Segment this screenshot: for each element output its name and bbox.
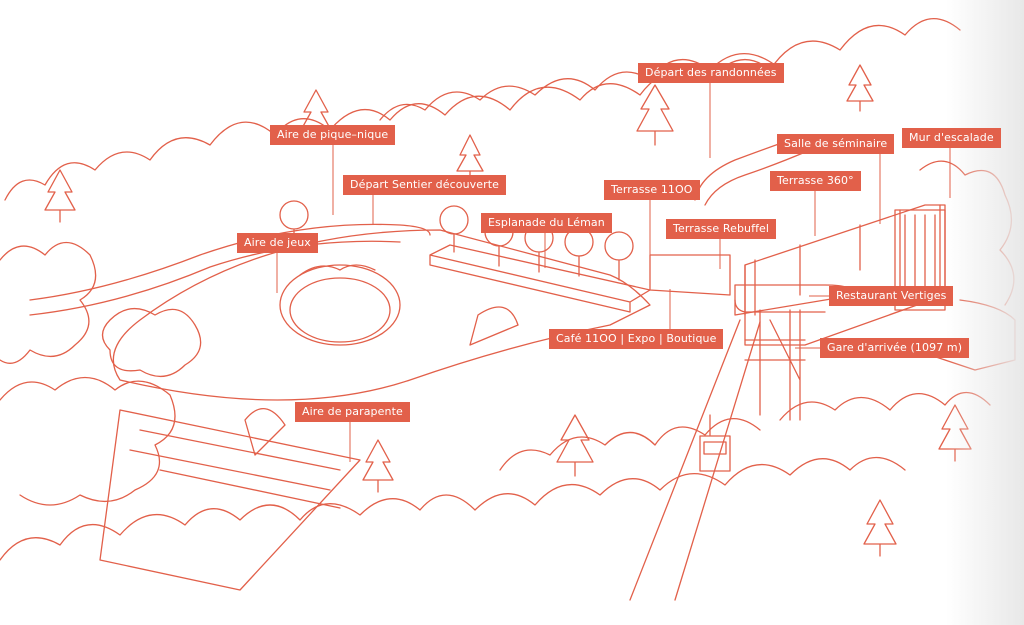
tree — [846, 64, 874, 112]
plaza — [112, 229, 651, 401]
label-parapente[interactable]: Aire de parapente — [295, 402, 410, 422]
label-aire-jeux[interactable]: Aire de jeux — [237, 233, 318, 253]
station — [744, 309, 806, 421]
bushes-bottom — [0, 457, 906, 561]
tree — [938, 404, 972, 462]
tree — [44, 169, 76, 223]
playground — [289, 277, 391, 343]
forest-back — [4, 17, 961, 201]
label-restaurant[interactable]: Restaurant Vertiges — [829, 286, 954, 306]
paraglider — [469, 306, 519, 346]
label-esplanade[interactable]: Esplanade du Léman — [481, 213, 612, 233]
label-terrasse-360[interactable]: Terrasse 360° — [770, 171, 861, 191]
label-terrasse-rebuffel[interactable]: Terrasse Rebuffel — [666, 219, 777, 239]
tree — [556, 414, 594, 477]
label-depart-sentier[interactable]: Départ Sentier découverte — [343, 175, 507, 195]
label-cafe[interactable]: Café 11OO | Expo | Boutique — [549, 329, 724, 349]
bushes-left-2 — [0, 377, 176, 506]
round-tree — [439, 205, 469, 253]
label-salle-seminaire[interactable]: Salle de séminaire — [777, 134, 895, 154]
paraglider — [244, 408, 286, 456]
round-tree — [604, 231, 634, 281]
forest-right — [919, 160, 1015, 306]
label-aire-pique-nique[interactable]: Aire de pique–nique — [270, 125, 396, 145]
bushes-left — [0, 241, 97, 364]
bushes-left-3 — [101, 308, 202, 377]
tree — [362, 439, 394, 493]
tower — [894, 209, 946, 311]
bushes-bottom-2 — [499, 417, 761, 471]
label-gare[interactable]: Gare d'arrivée (1097 m) — [820, 338, 970, 358]
bushes-right-mid — [779, 391, 991, 421]
label-terrasse-1100[interactable]: Terrasse 11OO — [604, 180, 700, 200]
label-mur-escalade[interactable]: Mur d'escalade — [902, 128, 1001, 148]
label-depart-randonnees[interactable]: Départ des randonnées — [638, 63, 784, 83]
gondola — [699, 414, 731, 472]
landing-field — [99, 409, 361, 591]
cable-line — [629, 319, 761, 601]
tree — [863, 499, 897, 557]
tree — [636, 84, 674, 146]
